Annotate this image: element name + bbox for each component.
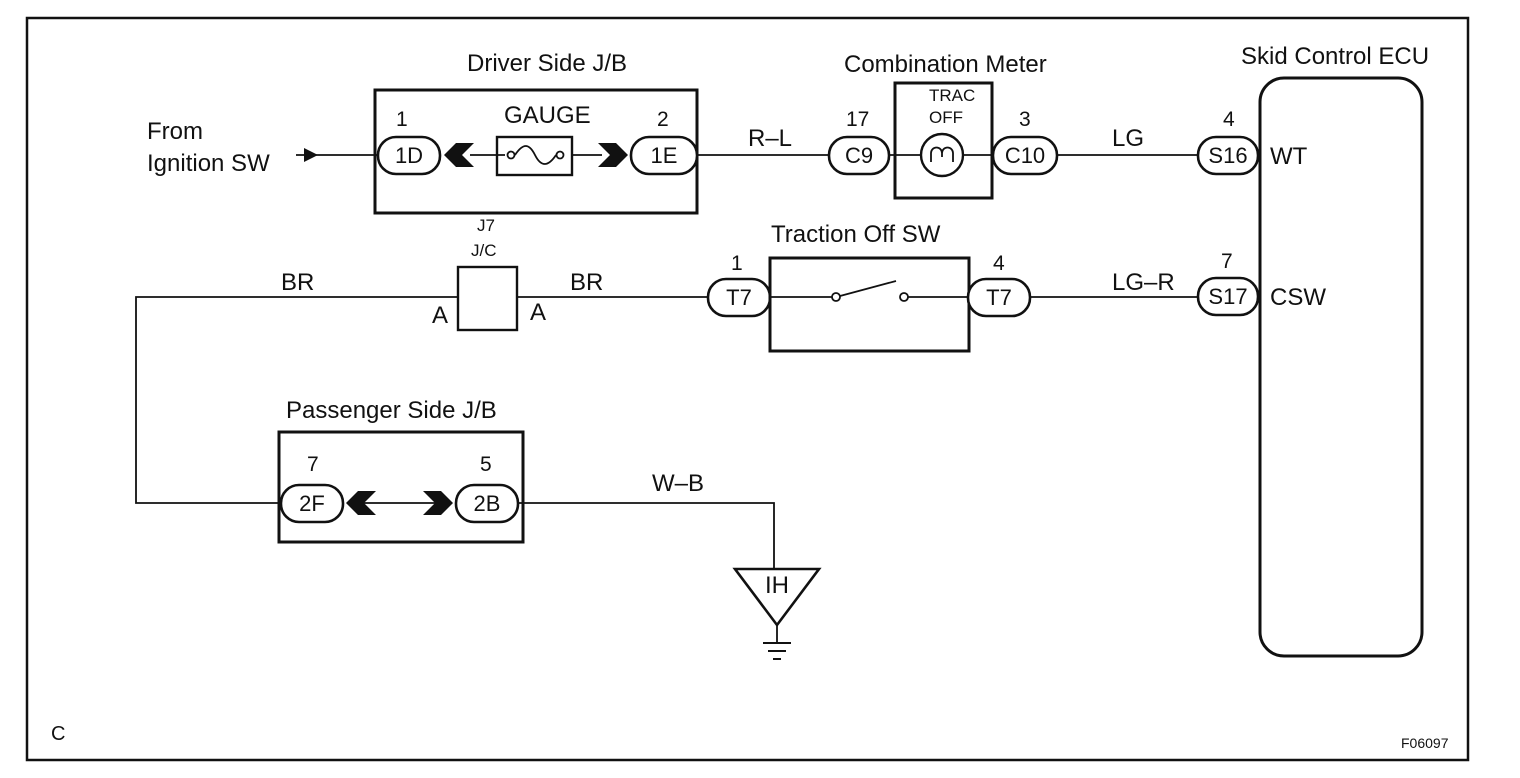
skid-control-ecu: Skid Control ECU 4 S16 WT 7 S17 CSW — [1196, 43, 1429, 658]
indicator-label-line1: TRAC — [929, 86, 975, 105]
connector-c10-label: C10 — [1005, 143, 1045, 168]
wire-lg-r-label: LG–R — [1112, 269, 1175, 296]
arrow-right-icon — [304, 148, 318, 162]
ecu-pin-wt: 4 — [1223, 108, 1235, 131]
driver-jb-pin-left: 1 — [396, 108, 408, 131]
connector-2f — [279, 483, 345, 524]
wire-w-b-label: W–B — [652, 470, 704, 497]
connector-1d-label: 1D — [395, 143, 423, 168]
connector-1d — [376, 135, 442, 176]
ecu-terminal-wt: WT — [1270, 143, 1308, 170]
wire-w-b — [518, 502, 775, 568]
ecu-title: Skid Control ECU — [1241, 43, 1429, 70]
jc-label-line1: J7 — [477, 216, 495, 235]
driver-side-jb: Driver Side J/B 1 1D GAUGE 2 1E — [373, 50, 699, 215]
wires — [135, 154, 1199, 568]
meter-box — [893, 81, 994, 200]
fuse-icon — [506, 145, 565, 165]
passenger-side-jb: Passenger Side J/B 7 2F 5 2B — [277, 397, 525, 544]
combination-meter: Combination Meter 17 C9 TRAC OFF 3 C10 — [827, 51, 1059, 200]
source-label-line1: From — [147, 118, 203, 145]
connector-2b-label: 2B — [474, 491, 501, 516]
wire-lg-label: LG — [1112, 125, 1144, 152]
connector-2f-label: 2F — [299, 491, 325, 516]
traction-sw-pin-left: 1 — [731, 252, 743, 275]
connector-2b — [454, 483, 520, 524]
jc-terminal-right: A — [530, 299, 546, 326]
chevron-left-icon — [346, 491, 376, 515]
ground-point: IH — [732, 567, 822, 660]
ignition-source: From Ignition SW — [147, 118, 318, 177]
ecu-box — [1258, 76, 1424, 658]
indicator-label-line2: OFF — [929, 108, 963, 127]
fuse-box — [495, 135, 574, 177]
wire-br-left — [135, 296, 458, 504]
wire-br-right-label: BR — [570, 269, 603, 296]
connector-t7-left-label: T7 — [726, 285, 752, 310]
connector-s16-label: S16 — [1208, 143, 1247, 168]
switch-icon — [831, 280, 909, 302]
jc-label-line2: J/C — [471, 241, 497, 260]
connector-1e-label: 1E — [651, 143, 678, 168]
chevron-right-icon — [423, 491, 453, 515]
ecu-terminal-csw: CSW — [1270, 284, 1326, 311]
traction-sw-pin-right: 4 — [993, 252, 1005, 275]
jc-terminal-left: A — [432, 302, 448, 329]
figure-label: C — [51, 723, 65, 745]
source-label-line2: Ignition SW — [147, 150, 270, 177]
driver-jb-pin-right: 2 — [657, 108, 669, 131]
wire-br-left-label: BR — [281, 269, 314, 296]
jc-box — [456, 265, 519, 332]
driver-jb-title: Driver Side J/B — [467, 50, 627, 77]
bulb-icon — [919, 132, 965, 178]
passenger-jb-pin-right: 5 — [480, 453, 492, 476]
figure-id: F06097 — [1401, 735, 1449, 751]
traction-sw-box — [768, 256, 971, 353]
combination-meter-title: Combination Meter — [844, 51, 1047, 78]
passenger-jb-title: Passenger Side J/B — [286, 397, 497, 424]
diagram-frame — [25, 16, 1470, 762]
connector-s16 — [1196, 135, 1260, 176]
junction-connector-j7: J7 J/C A A — [432, 216, 546, 332]
ground-label: IH — [765, 572, 789, 599]
ecu-pin-csw: 7 — [1221, 250, 1233, 273]
ground-triangle — [732, 567, 822, 628]
connector-s17-label: S17 — [1208, 284, 1247, 309]
connector-c9-label: C9 — [845, 143, 873, 168]
connector-t7-right — [966, 277, 1032, 318]
connector-c10 — [991, 135, 1059, 176]
meter-pin-right: 3 — [1019, 108, 1031, 131]
connector-s17 — [1196, 276, 1260, 317]
ground-icon — [763, 625, 791, 660]
connector-1e — [629, 135, 699, 176]
traction-off-switch: Traction Off SW 1 T7 4 T7 — [706, 221, 1032, 353]
passenger-jb-box — [277, 430, 525, 544]
wire-r-l-label: R–L — [748, 125, 792, 152]
meter-pin-left: 17 — [846, 108, 869, 131]
traction-sw-title: Traction Off SW — [771, 221, 941, 248]
chevron-right-icon — [598, 143, 628, 167]
chevron-left-icon — [444, 143, 474, 167]
passenger-jb-pin-left: 7 — [307, 453, 319, 476]
connector-t7-right-label: T7 — [986, 285, 1012, 310]
fuse-label: GAUGE — [504, 102, 591, 129]
connector-c9 — [827, 135, 891, 176]
